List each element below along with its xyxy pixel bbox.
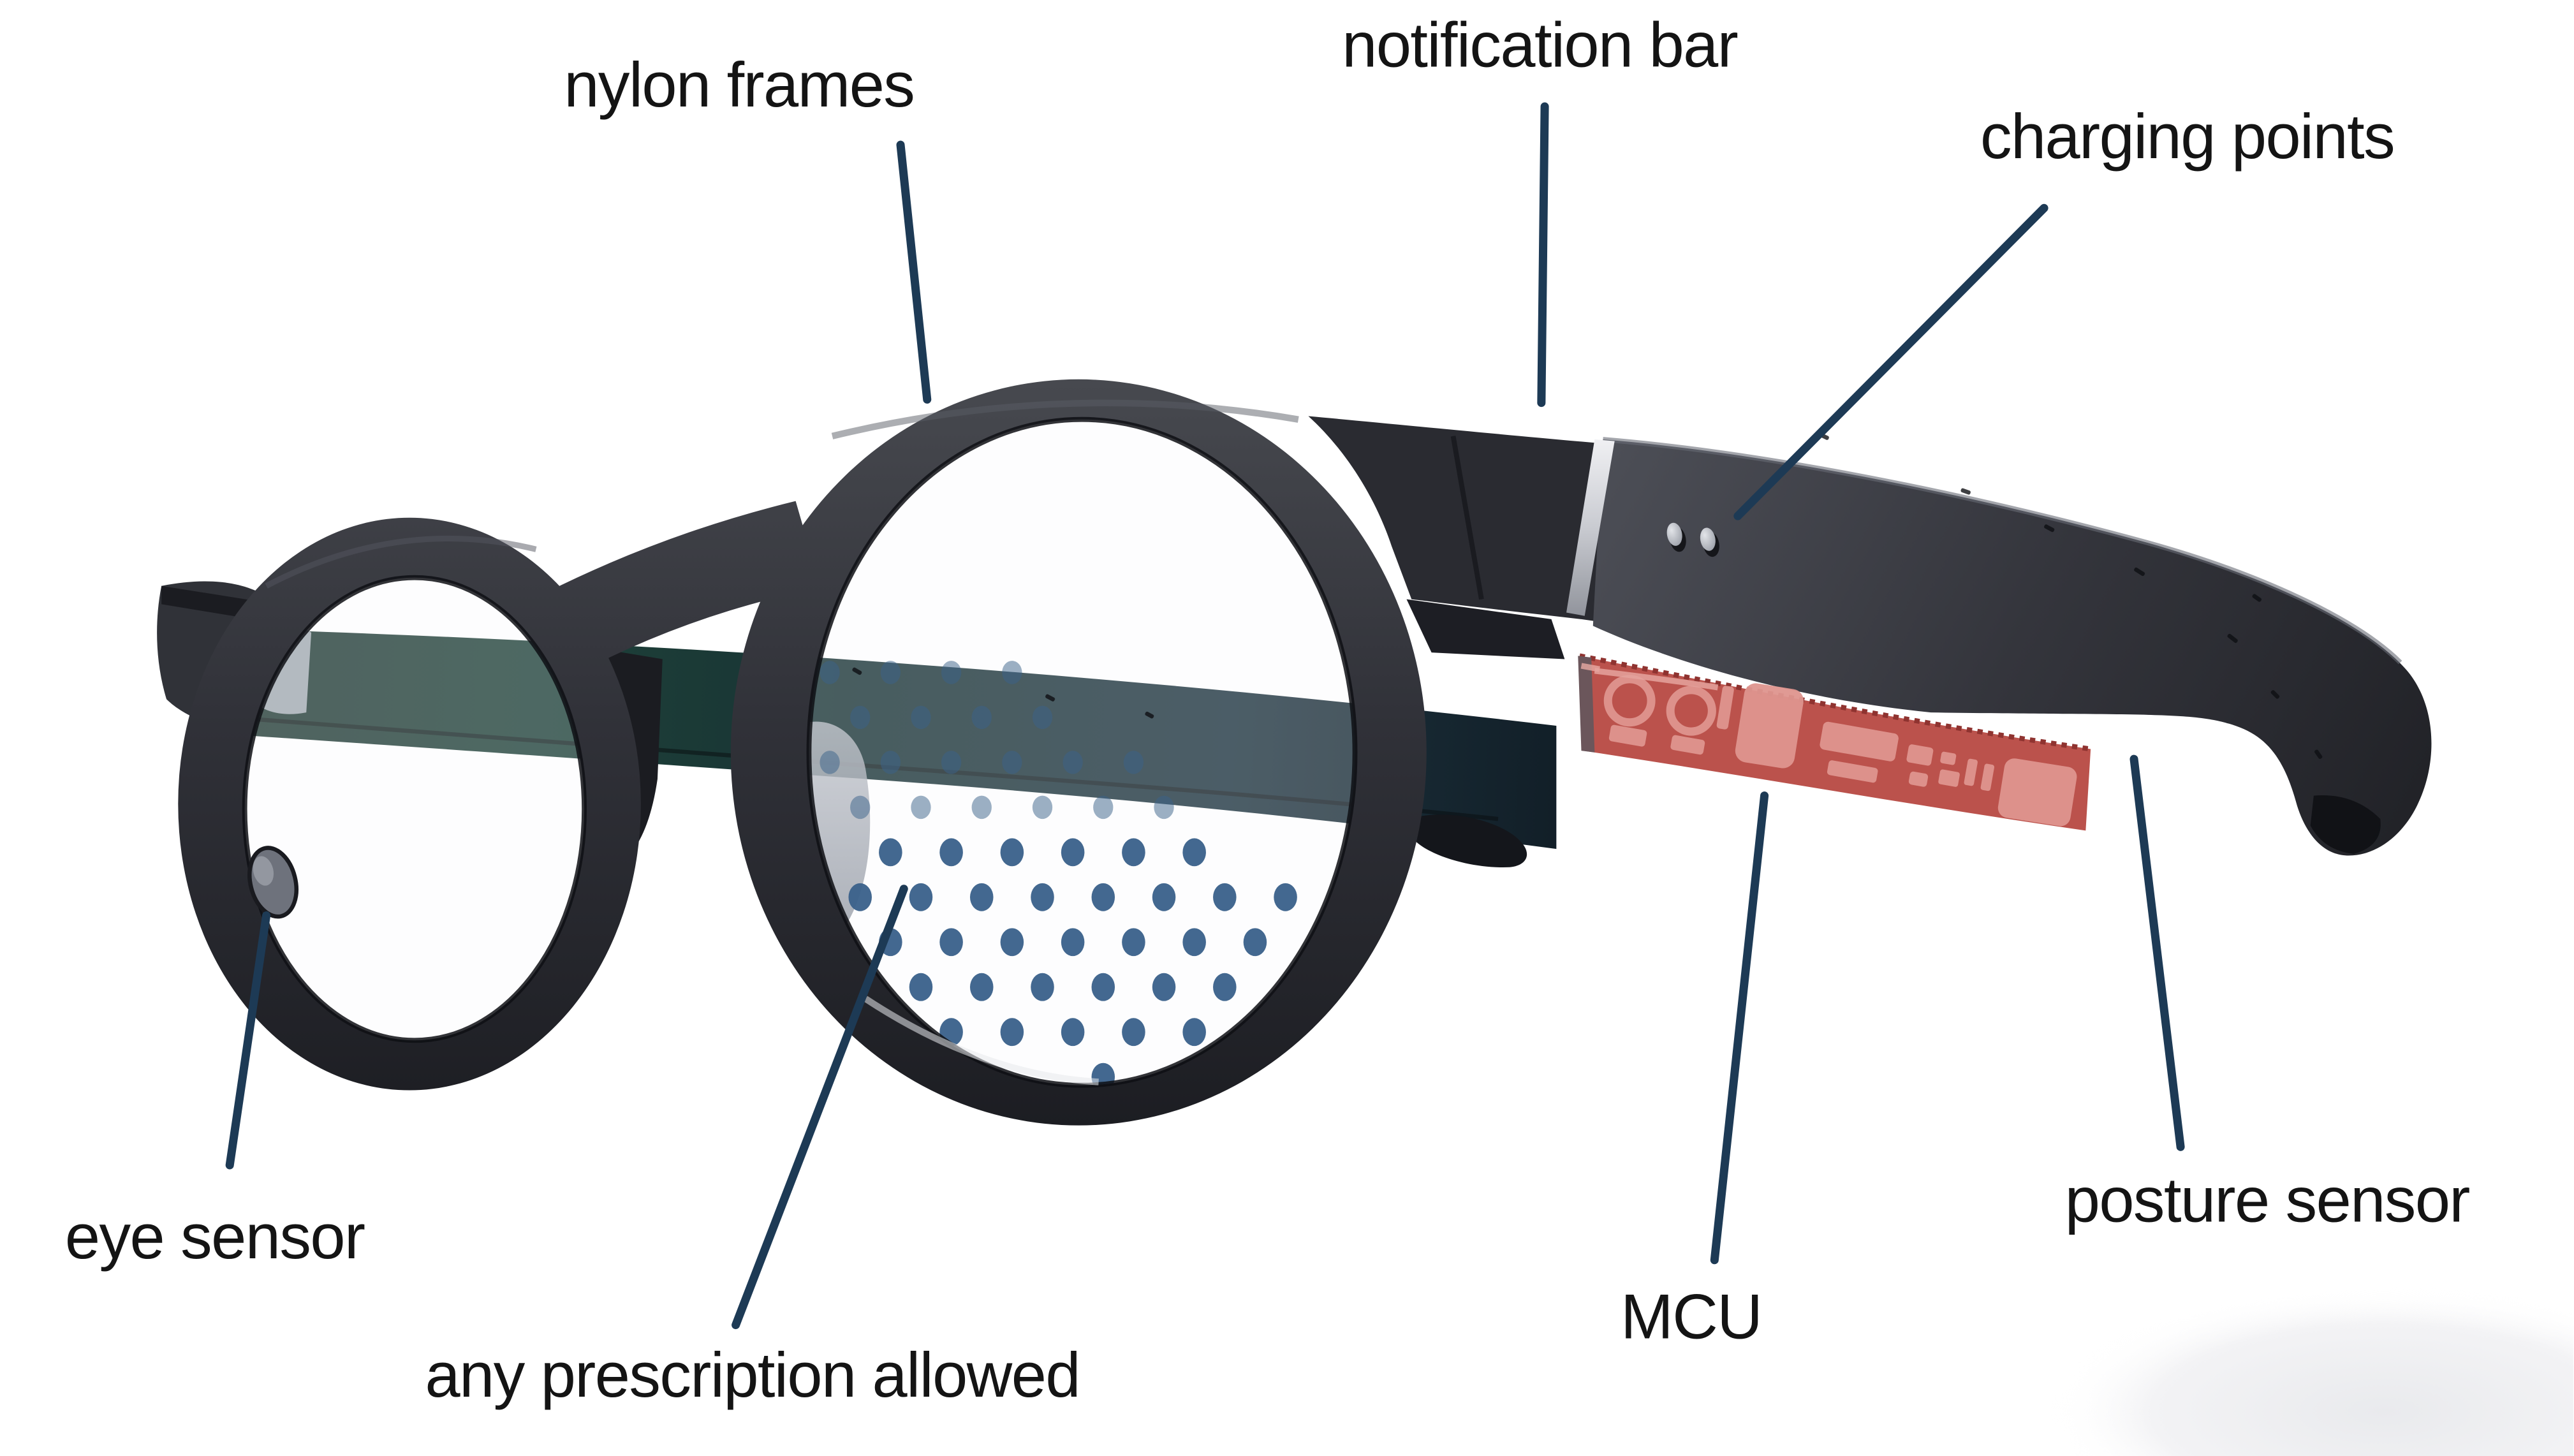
eye-sensor-bump	[247, 846, 298, 919]
lens-dot	[1061, 838, 1085, 867]
lens-dot	[1000, 1018, 1024, 1047]
lens-dot	[1152, 973, 1176, 1001]
callout-line-notification-bar	[1537, 102, 1549, 408]
charging-point-dots	[1666, 522, 1719, 557]
lens-dot	[909, 883, 933, 911]
lens-dot	[1243, 928, 1267, 957]
lens-dot	[939, 928, 963, 957]
pcb-end-cap	[1578, 656, 1595, 753]
mcu-pcb-strip	[1578, 653, 2091, 831]
inner-temple-underhook	[1408, 814, 1527, 868]
temple-speckles	[852, 433, 2323, 759]
right-rim-bevel	[806, 416, 1358, 1088]
lens-dot	[911, 705, 931, 730]
callout-line-mcu	[1710, 791, 1769, 1265]
lens-dot	[971, 795, 992, 820]
temple-tip-shading	[2310, 795, 2381, 854]
bridge	[546, 501, 821, 670]
lens-dot-pattern	[820, 661, 1297, 1085]
lens-dot	[1182, 928, 1206, 957]
label-mcu: MCU	[1621, 1283, 1763, 1353]
lens-dot	[1061, 1018, 1085, 1047]
label-any-prescription-allowed: any prescription allowed	[425, 1341, 1081, 1412]
lens-dot	[848, 883, 872, 911]
callout-line-nylon-frames	[896, 140, 932, 404]
lens-dot	[850, 795, 871, 820]
lens-dot	[1152, 883, 1176, 911]
front-frame	[178, 379, 1484, 1126]
lens-dot	[1000, 838, 1024, 867]
lens-dot	[911, 795, 931, 820]
label-eye-sensor: eye sensor	[64, 1203, 365, 1274]
label-nylon-frames: nylon frames	[564, 51, 915, 122]
lens-dot	[1002, 751, 1022, 774]
lens-dot	[1213, 973, 1237, 1001]
left-rim-bevel	[242, 575, 587, 1043]
lens-dot	[941, 751, 962, 774]
callout-line-posture-sensor	[2129, 754, 2185, 1151]
lens-dot	[820, 751, 840, 774]
callout-line-any-prescription	[732, 885, 908, 1330]
right-endpiece	[1308, 416, 1618, 623]
lens-dot	[1154, 795, 1174, 820]
pcb-components	[1580, 663, 2077, 827]
lens-dot	[941, 661, 962, 684]
lens-dot	[1000, 928, 1024, 957]
notification-bar-stripe	[1566, 439, 1615, 616]
lens-dot	[1031, 883, 1054, 911]
right-lens-glass	[809, 419, 1355, 1085]
lens-dot	[1182, 1018, 1206, 1047]
callout-line-eye-sensor	[225, 911, 271, 1170]
lens-dot	[1032, 705, 1053, 730]
lens-dot	[1182, 838, 1206, 867]
callout-line-charging-points	[1733, 203, 2048, 520]
lens-dot	[1002, 661, 1022, 684]
callout-lines	[225, 102, 2185, 1330]
lens-dot	[1274, 883, 1297, 911]
lens-dot	[1213, 883, 1237, 911]
lens-dot	[1093, 795, 1114, 820]
soft-shadow	[2050, 1286, 2574, 1456]
lens-dot	[1061, 928, 1085, 957]
lens-dot	[939, 838, 963, 867]
rim-reflection	[864, 996, 1099, 1085]
lens-dot	[879, 838, 902, 867]
lens-dot	[1122, 838, 1145, 867]
lens-dot	[1063, 751, 1083, 774]
lens-dot	[909, 973, 933, 1001]
lens-dot	[969, 973, 994, 1001]
left-brow-highlight	[265, 535, 537, 589]
pcb-serrated-edge	[1579, 653, 2091, 752]
lens-dot	[1123, 751, 1144, 774]
lens-dot	[969, 883, 994, 911]
label-charging-points: charging points	[1980, 103, 2395, 173]
lens-dot	[1122, 1018, 1145, 1047]
lens-dot	[880, 751, 901, 774]
lens-dot	[1091, 973, 1115, 1001]
left-lens-glass	[244, 577, 585, 1041]
lens-dot	[971, 705, 992, 730]
temple-top-highlight	[1603, 437, 2402, 665]
lens-dot	[1091, 883, 1115, 911]
lens-dot	[820, 661, 840, 684]
hinge-under-edge	[1406, 599, 1565, 659]
lens-dot	[1032, 795, 1053, 820]
label-posture-sensor: posture sensor	[2064, 1166, 2471, 1237]
label-notification-bar: notification bar	[1342, 11, 1739, 82]
lens-dot	[880, 661, 901, 684]
temple-arm	[852, 433, 2432, 856]
hinge-ridge	[1450, 436, 1484, 600]
brow-highlight	[831, 399, 1299, 439]
lens-dot	[850, 705, 871, 730]
lens-dot	[1031, 973, 1054, 1001]
lens-dot	[1122, 928, 1145, 957]
